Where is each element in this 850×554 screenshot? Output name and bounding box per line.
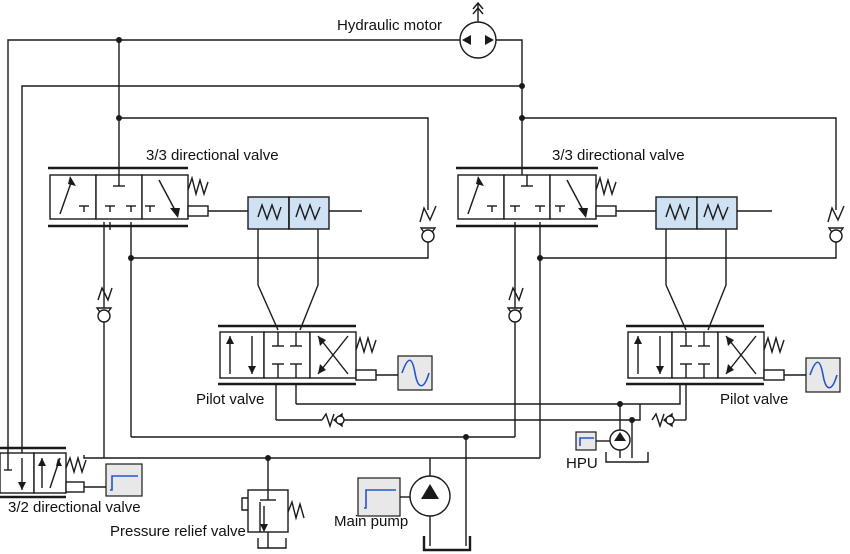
check-valve-icon [827, 205, 845, 243]
3-2-directional-valve [0, 446, 106, 499]
label-left-3-3-valve: 3/3 directional valve [146, 147, 279, 164]
check-valve-icon [95, 286, 113, 323]
right-pilot-valve [626, 324, 806, 386]
label-main-pump: Main pump [334, 513, 408, 530]
hpu [575, 404, 649, 463]
pressure-relief-valve [241, 489, 305, 549]
check-valve-icon [651, 384, 687, 429]
label-pressure-relief-valve: Pressure relief valve [110, 523, 246, 540]
check-valve-icon [321, 412, 345, 429]
main-piping [7, 39, 837, 552]
label-left-pilot-valve: Pilot valve [196, 391, 264, 408]
left-pilot-valve [218, 324, 681, 421]
sine-signal-icon [805, 357, 841, 393]
right-3-3-directional-valve [456, 166, 656, 228]
label-hydraulic-motor: Hydraulic motor [337, 17, 442, 34]
junction-dots [116, 37, 635, 461]
sine-signal-icon [397, 355, 433, 391]
label-right-pilot-valve: Pilot valve [720, 391, 788, 408]
check-valve-icon [506, 286, 524, 323]
pump-icon [357, 475, 451, 517]
right-actuator-cylinder [655, 196, 772, 331]
label-right-3-3-valve: 3/3 directional valve [552, 147, 685, 164]
label-hpu: HPU [566, 455, 598, 472]
left-3-3-directional-valve [48, 166, 248, 228]
check-valve-icon [419, 205, 437, 243]
hydraulic-motor-icon [459, 1, 497, 59]
left-actuator-cylinder [247, 196, 362, 331]
step-signal-icon [105, 463, 143, 497]
label-3-2-valve: 3/2 directional valve [8, 499, 141, 516]
